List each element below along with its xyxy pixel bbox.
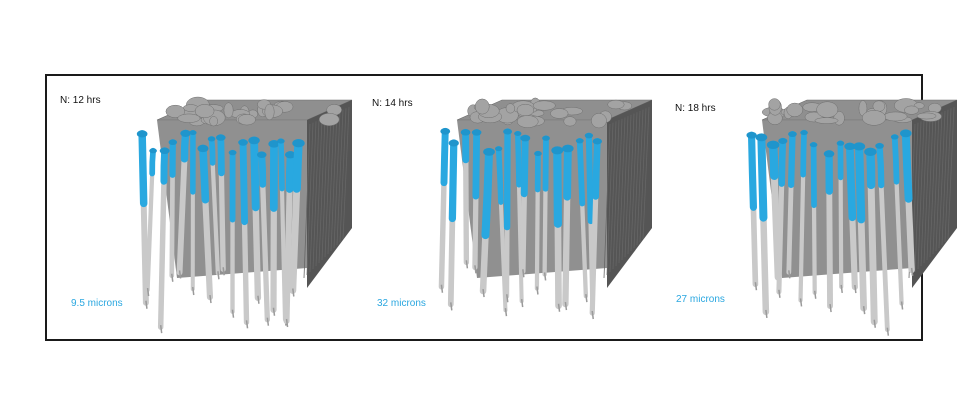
depth-label: 27 microns: [676, 294, 725, 305]
tissue-block: [456, 97, 653, 288]
fiber: [145, 147, 157, 297]
fiber: [864, 147, 878, 328]
tissue-render-12hrs: [136, 96, 353, 334]
fiber: [207, 136, 221, 280]
panel-12hrs: N: 12 hrs 9.5 microns: [57, 76, 357, 339]
fiber: [823, 150, 835, 313]
fiber: [283, 150, 296, 328]
fiber: [256, 151, 271, 326]
fiber: [447, 139, 459, 311]
fiber: [534, 150, 542, 295]
fiber: [248, 136, 262, 304]
fiber: [853, 142, 868, 315]
tissue-render-14hrs: [438, 97, 653, 320]
fiber: [189, 129, 197, 296]
fiber: [786, 130, 797, 279]
tissue-render-18hrs: [746, 98, 958, 336]
fiber: [575, 137, 589, 303]
fiber: [798, 129, 808, 307]
fiber: [836, 140, 845, 294]
fiber: [228, 149, 237, 318]
fiber: [520, 134, 531, 278]
fiber: [562, 144, 574, 311]
fiber: [438, 127, 451, 293]
fiber: [479, 147, 495, 298]
fiber: [197, 144, 214, 304]
time-label: N: 12 hrs: [60, 95, 101, 106]
fiber: [215, 134, 226, 276]
time-label: N: 14 hrs: [372, 98, 413, 109]
fiber: [503, 128, 512, 303]
panel-18hrs: N: 18 hrs 27 microns: [672, 76, 970, 339]
fiber: [471, 129, 482, 274]
depth-label: 9.5 microns: [71, 298, 123, 309]
fiber: [776, 137, 788, 298]
depth-label: 32 microns: [377, 298, 426, 309]
fiber: [289, 139, 305, 297]
fiber: [514, 130, 524, 308]
fiber: [460, 128, 471, 269]
fiber: [900, 129, 915, 277]
fiber: [176, 129, 191, 279]
fiber: [746, 131, 759, 291]
fiber: [844, 142, 858, 294]
fiber: [809, 141, 818, 299]
fiber: [238, 139, 250, 329]
fiber: [268, 139, 280, 316]
figure-frame: N: 12 hrs 9.5 microns N: 14 hrs 32 micro…: [45, 74, 958, 341]
fiber: [551, 146, 564, 312]
fiber: [542, 135, 550, 281]
fiber: [168, 139, 178, 282]
fiber: [875, 142, 890, 336]
fiber: [890, 134, 904, 310]
fiber: [157, 147, 170, 334]
fiber: [589, 137, 602, 320]
panel-14hrs: N: 14 hrs 32 microns: [367, 76, 667, 339]
fiber: [136, 130, 149, 309]
time-label: N: 18 hrs: [675, 103, 716, 114]
fiber: [755, 133, 770, 319]
